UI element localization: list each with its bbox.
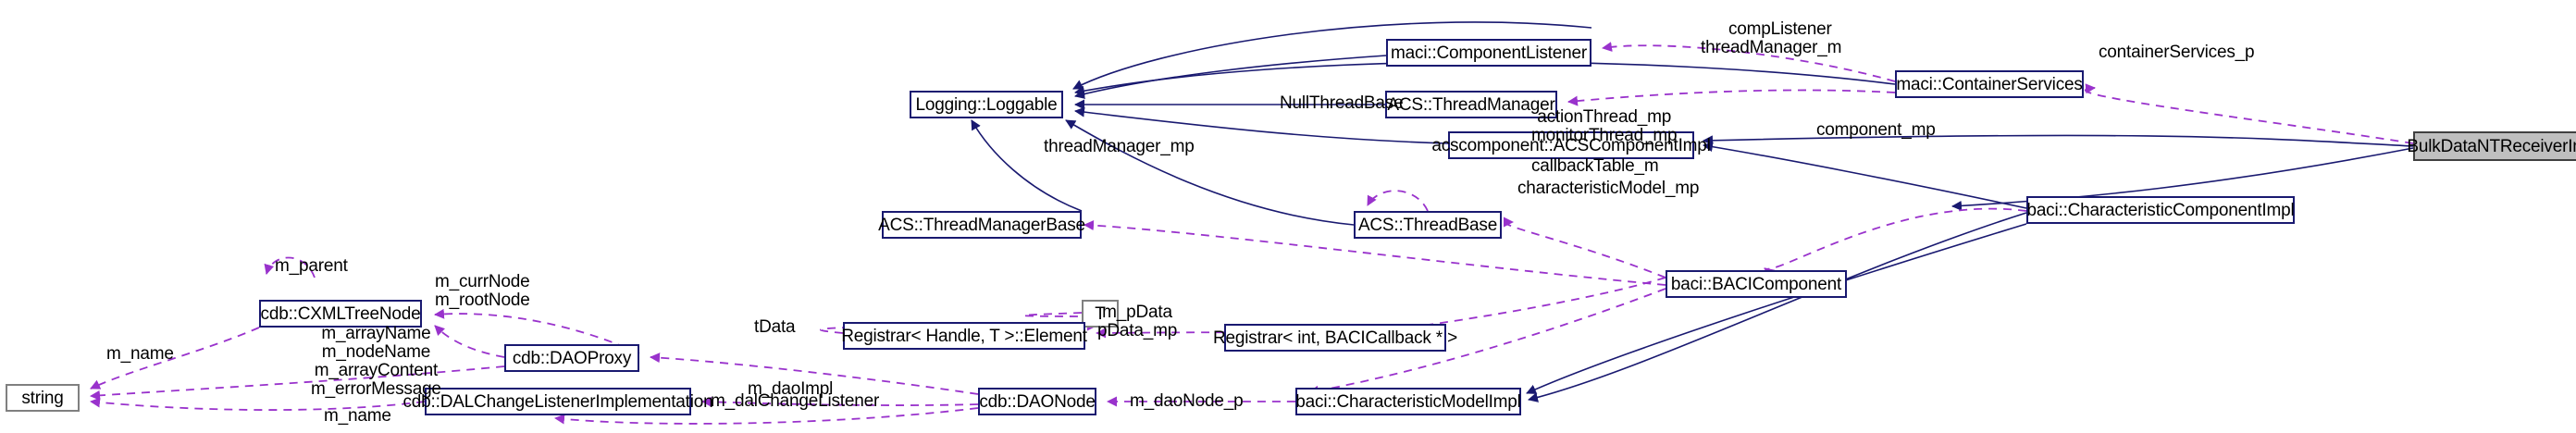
class-node-charCompImpl[interactable]: baci::CharacteristicComponentImpl — [2026, 196, 2295, 224]
edge-label-m_daoImpl_lbl: m_daoImpl — [748, 379, 834, 399]
edge-label-threadManager_mp_lbl: threadManager_mp — [1044, 137, 1195, 156]
edge-label-m_parent_lbl: m_parent — [275, 256, 348, 276]
class-node-registrarElement[interactable]: Registrar< Handle, T >::Element — [841, 322, 1087, 350]
class-node-registrarCallback[interactable]: Registrar< int, BACICallback * > — [1213, 324, 1457, 352]
class-node-bulkDataNTReceiver[interactable]: BulkDataNTReceiverImpl< TCallback > — [2407, 131, 2576, 161]
class-node-threadManagerBase[interactable]: ACS::ThreadManagerBase — [878, 211, 1085, 239]
class-node-charModelImpl[interactable]: baci::CharacteristicModelImpl — [1295, 388, 1521, 415]
edge-label-arrayNames_lbl: m_arrayName m_nodeName m_arrayContent m_… — [311, 324, 441, 399]
class-node-acsComponentImpl[interactable]: acscomponent::ACSComponentImpl — [1431, 131, 1711, 159]
edge-label-currRoot_lbl: m_currNode m_rootNode — [435, 272, 530, 310]
edge-label-actionMonitor_lbl: actionThread_mp monitorThread_mp — [1531, 107, 1678, 145]
edge-label-pData_lbl: m_pData pData_mp — [1097, 303, 1178, 340]
edge-label-m_daoNode_p_lbl: m_daoNode_p — [1130, 391, 1244, 411]
edge-label-m_name_top_lbl: m_name — [106, 344, 174, 364]
edge-label-component_mp_lbl: component_mp — [1816, 120, 1936, 140]
class-node-threadManager[interactable]: ACS::ThreadManager — [1385, 91, 1557, 118]
class-node-dalChangeListener[interactable]: cdb::DALChangeListenerImplementation — [403, 388, 713, 415]
edge-label-m_name_bottom_lbl: m_name — [324, 406, 391, 426]
class-node-containerServices[interactable]: maci::ContainerServices — [1895, 70, 2084, 98]
class-node-compListener[interactable]: maci::ComponentListener — [1386, 39, 1591, 67]
class-node-string[interactable]: string — [6, 384, 80, 412]
edge-label-charModel_mp_lbl: characteristicModel_mp — [1517, 179, 1700, 198]
edge-label-tData_lbl: tData — [754, 317, 796, 337]
class-node-cxmlTreeNode[interactable]: cdb::CXMLTreeNode — [259, 300, 422, 328]
edge-label-callbackTable_m_lbl: callbackTable_m — [1531, 156, 1659, 176]
edge-label-containerServices_p_lbl: containerServices_p — [2099, 43, 2255, 62]
edge-label-m_dalChangeListener_lbl: m_dalChangeListener — [711, 391, 880, 411]
class-node-templateT[interactable]: T — [1082, 300, 1119, 328]
class-node-daoNode[interactable]: cdb::DAONode — [978, 388, 1096, 415]
edge-label-nullThreadBase_lbl: NullThreadBase — [1280, 93, 1404, 113]
edge-label-threadManager_m_lbl: threadManager_m — [1701, 38, 1842, 57]
class-node-daoProxy[interactable]: cdb::DAOProxy — [504, 344, 639, 372]
edge-label-compListener_lbl: compListener — [1728, 19, 1832, 39]
class-node-baciComponent[interactable]: baci::BACIComponent — [1666, 270, 1847, 298]
class-node-threadBase[interactable]: ACS::ThreadBase — [1354, 211, 1502, 239]
class-node-loggable[interactable]: Logging::Loggable — [910, 91, 1063, 118]
